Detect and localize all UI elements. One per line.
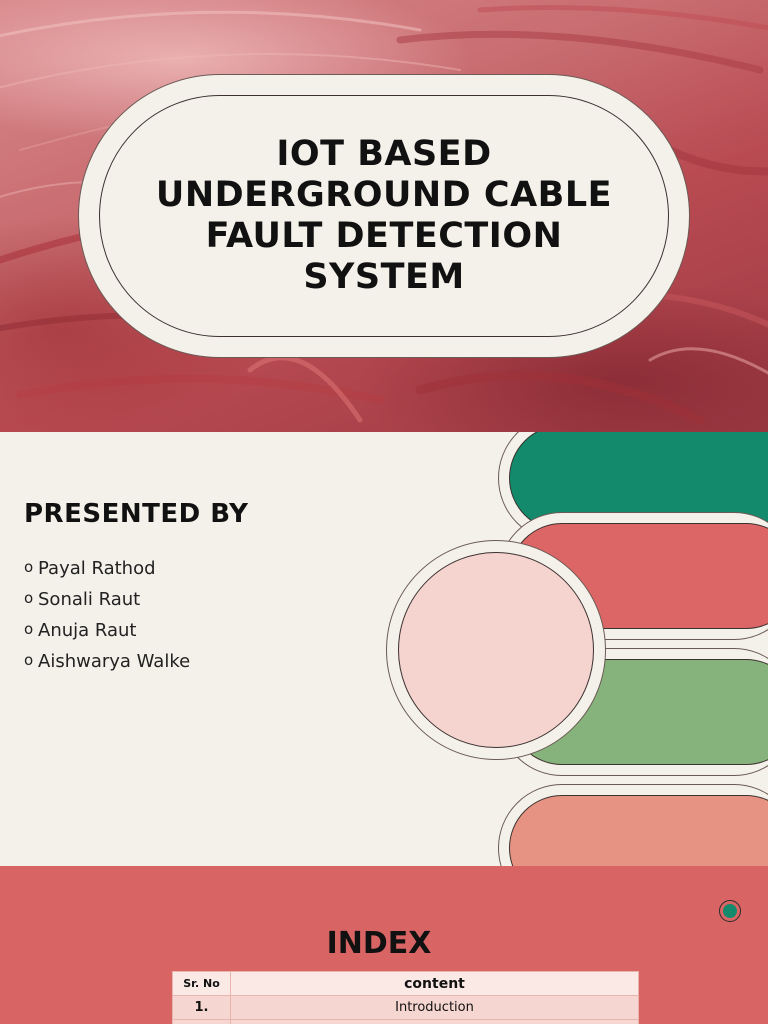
content-cell <box>230 1019 639 1024</box>
decorative-pill-salmon <box>509 795 768 866</box>
index-heading: INDEX <box>326 926 432 961</box>
presenter-item: o Sonali Raut <box>24 589 190 620</box>
table-row: 1. Introduction <box>172 995 639 1020</box>
table-header-row: Sr. No content <box>172 971 639 996</box>
decorative-circle-frame <box>386 540 606 760</box>
index-slide: INDEX Sr. No content 1. Introduction <box>0 866 768 1024</box>
presenter-item: o Anuja Raut <box>24 620 190 651</box>
index-table: Sr. No content 1. Introduction <box>172 971 639 1024</box>
presenter-name: Sonali Raut <box>38 589 141 610</box>
title-slide: IOT BASED UNDERGROUND CABLE FAULT DETECT… <box>0 0 768 432</box>
presenters-slide: PRESENTED BY o Payal Rathod o Sonali Rau… <box>0 432 768 866</box>
bullet-icon: o <box>24 558 34 576</box>
presenter-item: o Aishwarya Walke <box>24 651 190 682</box>
bullet-icon: o <box>24 589 34 607</box>
bullet-icon: o <box>24 620 34 638</box>
srno-cell <box>172 1019 231 1024</box>
content-column-header: content <box>230 971 639 996</box>
content-cell: Introduction <box>230 995 639 1020</box>
presenter-name: Anuja Raut <box>38 620 137 641</box>
presentation-title: IOT BASED UNDERGROUND CABLE FAULT DETECT… <box>155 134 613 297</box>
presenter-item: o Payal Rathod <box>24 558 190 589</box>
presenter-name: Aishwarya Walke <box>38 651 191 672</box>
presenter-name: Payal Rathod <box>38 558 156 579</box>
decorative-pill-salmon-frame <box>498 784 768 866</box>
accent-dot-icon <box>719 900 741 922</box>
table-row <box>172 1019 639 1024</box>
bullet-icon: o <box>24 651 34 669</box>
presenter-list: o Payal Rathod o Sonali Raut o Anuja Rau… <box>24 558 190 682</box>
title-pill-border: IOT BASED UNDERGROUND CABLE FAULT DETECT… <box>99 95 669 337</box>
accent-dot-fill <box>723 904 737 918</box>
decorative-circle <box>398 552 594 748</box>
srno-cell: 1. <box>172 995 231 1020</box>
title-pill-frame: IOT BASED UNDERGROUND CABLE FAULT DETECT… <box>78 74 690 358</box>
srno-column-header: Sr. No <box>172 971 231 996</box>
presented-by-heading: PRESENTED BY <box>24 499 249 529</box>
